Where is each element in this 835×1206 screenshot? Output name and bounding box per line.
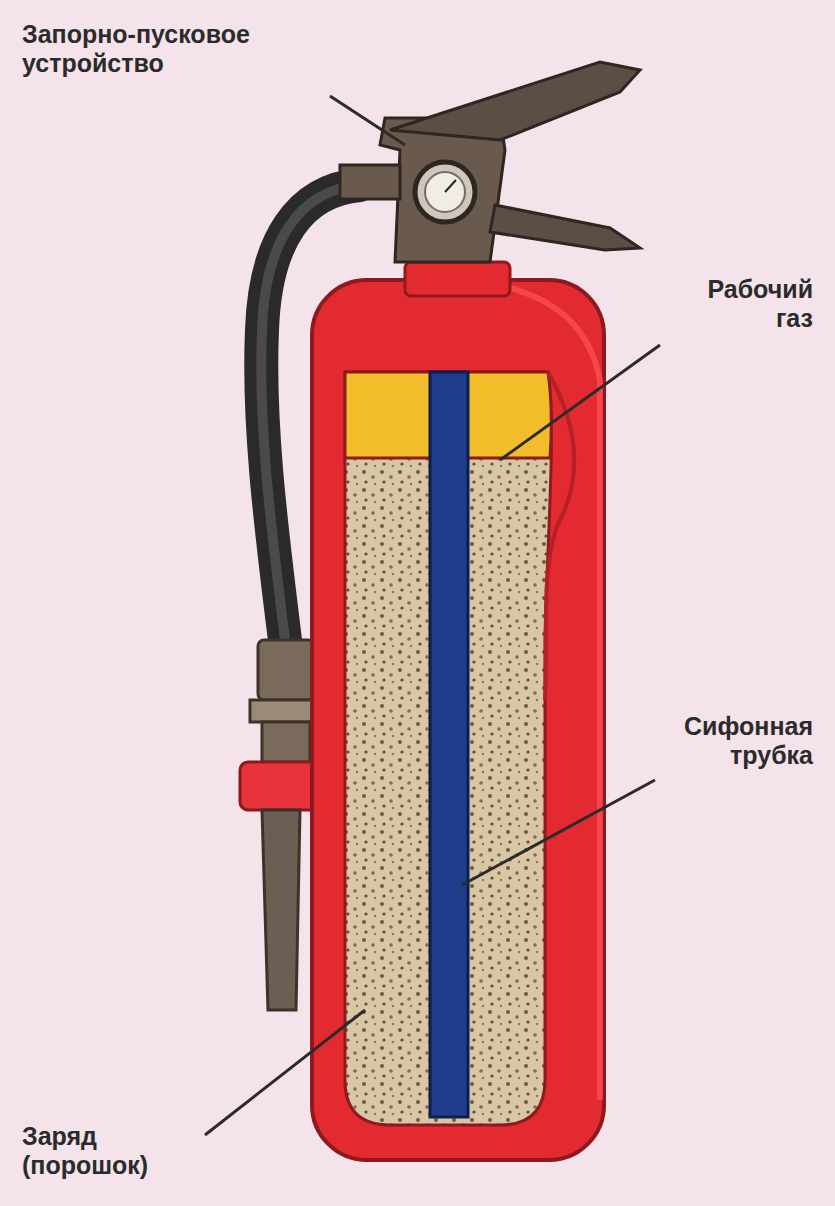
hose-fitting bbox=[262, 722, 310, 762]
leader-line bbox=[462, 780, 655, 885]
part-label: Сифонная трубка bbox=[643, 712, 813, 770]
cylinder-neck bbox=[405, 262, 510, 296]
hose-fitting bbox=[258, 640, 314, 700]
powder-charge bbox=[345, 372, 551, 1125]
gauge-dial bbox=[425, 172, 465, 212]
leader-line bbox=[330, 96, 405, 145]
valve-outlet bbox=[340, 165, 400, 199]
gauge-needle bbox=[445, 180, 456, 192]
leader-line bbox=[205, 1010, 365, 1135]
part-label: Заряд (порошок) bbox=[22, 1122, 182, 1180]
part-label: Рабочий газ bbox=[673, 275, 813, 333]
upper-lever bbox=[390, 62, 640, 140]
pressure-gauge bbox=[415, 162, 475, 222]
cylinder-body bbox=[312, 280, 604, 1160]
leader-line bbox=[500, 345, 660, 460]
nozzle bbox=[262, 810, 300, 1010]
part-label: Запорно-пусковое устройство bbox=[22, 20, 322, 78]
lower-lever bbox=[490, 205, 640, 250]
cut-edge bbox=[545, 372, 574, 700]
siphon-tube bbox=[430, 372, 468, 1117]
hose-clamp bbox=[240, 762, 320, 810]
